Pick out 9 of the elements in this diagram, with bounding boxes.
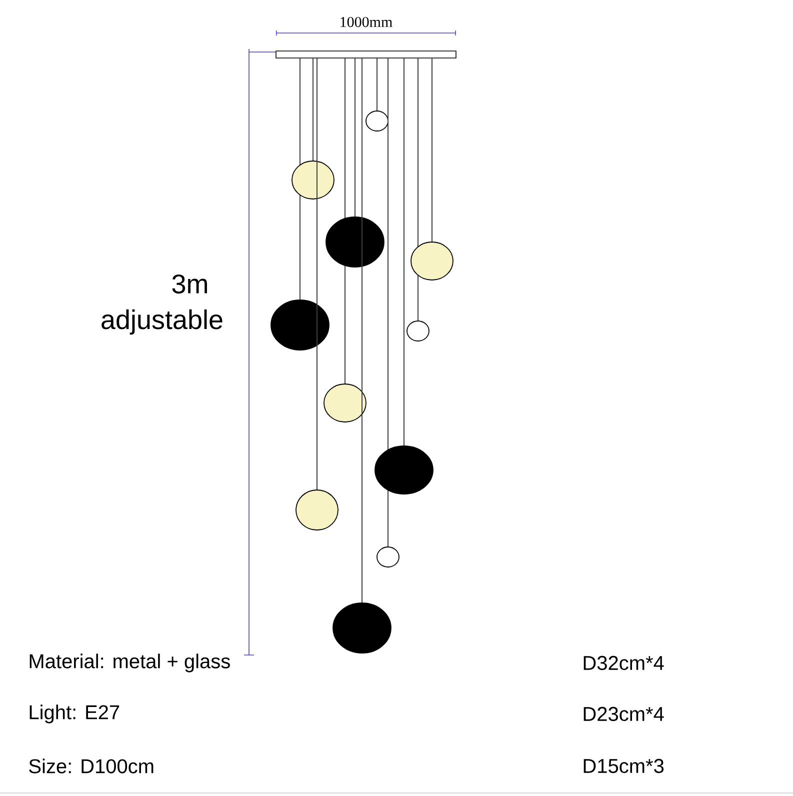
spec-text: D15cm*3 xyxy=(584,758,664,774)
spec-text: Size: D100cm xyxy=(29,758,154,774)
spec-text: D23cm*4 xyxy=(584,706,664,722)
dimension-label: 3m xyxy=(172,274,207,294)
spec-text: D32cm*4 xyxy=(584,656,664,670)
spec-text: Light: E27 xyxy=(30,704,120,724)
dimension-label: adjustable xyxy=(102,309,222,335)
spec-text: Material: metal + glass xyxy=(30,654,230,672)
dimension-label: 1000mm xyxy=(340,16,392,28)
